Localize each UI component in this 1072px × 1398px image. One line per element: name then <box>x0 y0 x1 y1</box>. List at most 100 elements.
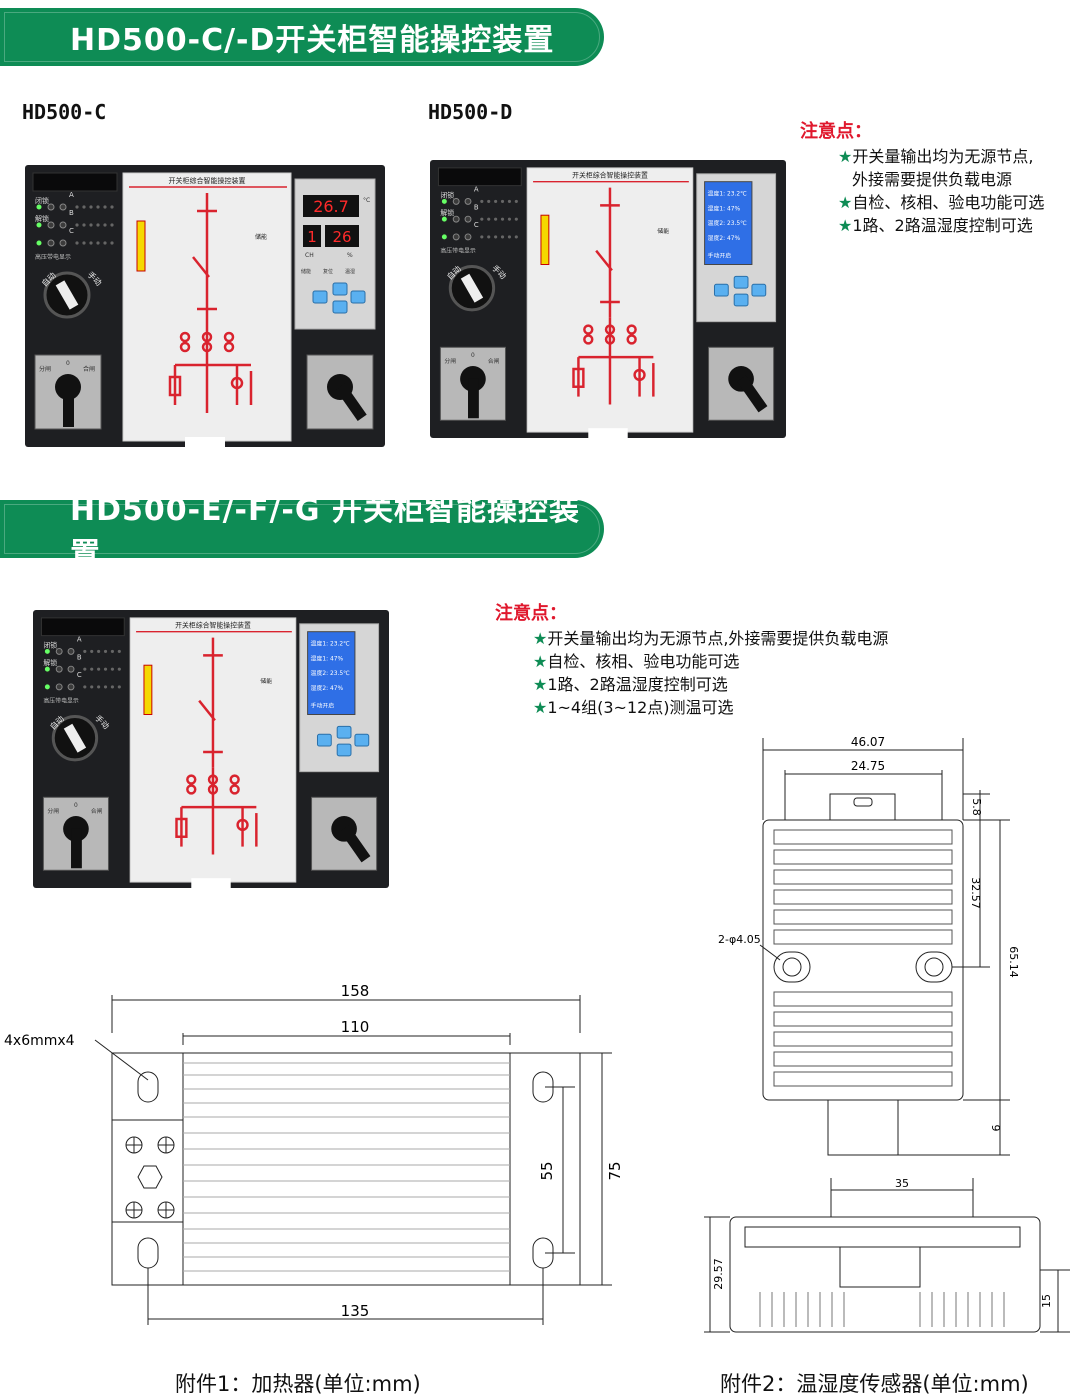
panel-tab <box>588 428 628 438</box>
switch-label-open: 分闸 <box>47 807 59 815</box>
heater-dim-pitch: 55 <box>538 1161 556 1180</box>
heater-drawing: 158 110 4x6mmx4 55 75 135 <box>4 982 624 1325</box>
led-dot <box>487 235 491 239</box>
phase-label: A <box>474 186 479 194</box>
led-dot <box>507 217 511 221</box>
led-dot <box>487 199 491 203</box>
led-indicator <box>43 647 51 655</box>
device-illustration: 闭锁A解锁BC高压带电显示自动手动分闸0合闸开关柜综合智能操控装置储能温度1: … <box>437 167 777 438</box>
led-indicator <box>47 239 55 247</box>
schematic-line <box>583 324 594 335</box>
btn-label: 温湿 <box>345 268 355 275</box>
note-item: 1路、2路温湿度控制可选 <box>495 673 888 696</box>
channel-display <box>303 225 321 247</box>
note-item: 开关量输出均为无源节点, <box>800 145 1044 168</box>
led-dot <box>110 667 114 671</box>
led-indicator <box>67 683 75 691</box>
sensor-caption: 附件2：温湿度传感器(单位:mm) <box>720 1372 1029 1396</box>
schematic-line <box>168 375 182 397</box>
device-illustration: 闭锁A解锁BC高压带电显示自动手动分闸0合闸开关柜综合智能操控装置储能温度1: … <box>40 617 380 888</box>
schematic-line <box>223 341 235 353</box>
btn-label: 复位 <box>323 268 333 275</box>
schematic-line <box>236 818 249 832</box>
model-d-label: HD500-D <box>428 100 513 124</box>
led-dot <box>82 223 86 227</box>
led-indicator <box>47 203 55 211</box>
led-indicator <box>43 683 51 691</box>
notes-header: 注意点： <box>800 121 872 142</box>
led-label: 闭锁 <box>440 190 454 199</box>
sensor-dim-side-width: 35 <box>895 1177 909 1190</box>
sensor-dim-side-height: 29.57 <box>712 1258 725 1290</box>
led-indicator <box>440 233 448 241</box>
switch-handle <box>737 375 768 413</box>
lcd-row: 温度2: 23.5℃ <box>311 669 351 677</box>
schematic-line <box>201 341 213 353</box>
mode-knob-handle <box>460 273 484 303</box>
led-indicator <box>55 683 63 691</box>
schematic-title: 开关柜综合智能操控装置 <box>572 171 648 180</box>
heater-dim-height: 75 <box>606 1161 624 1180</box>
led-dot <box>103 241 107 245</box>
led-indicator <box>452 233 460 241</box>
led-indicator <box>35 203 43 211</box>
led-indicator <box>464 197 472 205</box>
led-dot <box>110 205 114 209</box>
switch-label-close: 合闸 <box>91 807 103 815</box>
lcd-row: 温度1: 23.2℃ <box>311 639 351 647</box>
switch-label-zero: 0 <box>66 360 70 367</box>
led-dot <box>514 217 518 221</box>
sensor-dim-side-bottom: 15 <box>1040 1294 1053 1308</box>
led-dot <box>480 217 484 221</box>
model-c-label: HD500-C <box>22 100 107 124</box>
heater-dim-inner: 110 <box>341 1018 370 1036</box>
led-dot <box>96 223 100 227</box>
note-item: 自检、核相、验电功能可选 <box>800 191 1044 214</box>
note-item-continued: 外接需要提供负载电源 <box>852 170 1013 189</box>
led-dot <box>110 685 114 689</box>
mode-knob-handle <box>55 280 79 310</box>
led-indicator <box>59 203 67 211</box>
display-window <box>437 167 522 187</box>
led-indicator <box>59 221 67 229</box>
heater-dim-overall: 158 <box>341 982 370 1000</box>
device-illustration: 闭锁A解锁BC高压带电显示自动手动分闸0合闸开关柜综合智能操控装置储能26.7°… <box>32 172 376 447</box>
led-dot <box>75 241 79 245</box>
control-button <box>354 733 370 747</box>
lcd-row: 湿度2: 47% <box>311 684 344 692</box>
led-label: 闭锁 <box>35 196 49 205</box>
led-dot <box>110 223 114 227</box>
led-dot <box>83 649 87 653</box>
store-label: 储能 <box>260 677 272 685</box>
schematic-line <box>633 368 646 382</box>
led-dot <box>103 223 107 227</box>
heater-caption: 附件1：加热器(单位:mm) <box>175 1372 421 1396</box>
temp-display <box>303 195 359 217</box>
schematic-line <box>604 334 616 345</box>
lcd-row: 湿度2: 47% <box>708 234 741 242</box>
led-indicator <box>464 215 472 223</box>
control-button <box>733 293 749 307</box>
heater-hole-label: 4x6mmx4 <box>4 1033 75 1049</box>
led-dot <box>89 241 93 245</box>
sensor-dim-inner: 24.75 <box>851 759 885 773</box>
control-button <box>336 743 352 757</box>
humidity-readout: 26 <box>332 228 351 246</box>
schematic-line <box>572 367 585 388</box>
led-dot <box>117 685 121 689</box>
control-button <box>332 282 348 296</box>
schematic-line <box>186 774 197 785</box>
switch-label-zero: 0 <box>74 803 78 809</box>
schematic-line <box>201 331 213 343</box>
lcd-footer: 手动开启 <box>708 252 732 260</box>
schematic-line <box>198 699 216 722</box>
schematic-title: 开关柜综合智能操控装置 <box>175 621 251 630</box>
section1-title: HD500-C/-D开关柜智能操控装置 <box>70 23 555 58</box>
led-dot <box>110 241 114 245</box>
channel-readout: 1 <box>307 228 317 246</box>
store-label: 储能 <box>255 233 267 241</box>
store-label: 储能 <box>657 227 669 235</box>
section2-notes: 注意点： 开关量输出均为无源节点,外接需要提供负载电源 自检、核相、验电功能可选… <box>495 602 888 719</box>
